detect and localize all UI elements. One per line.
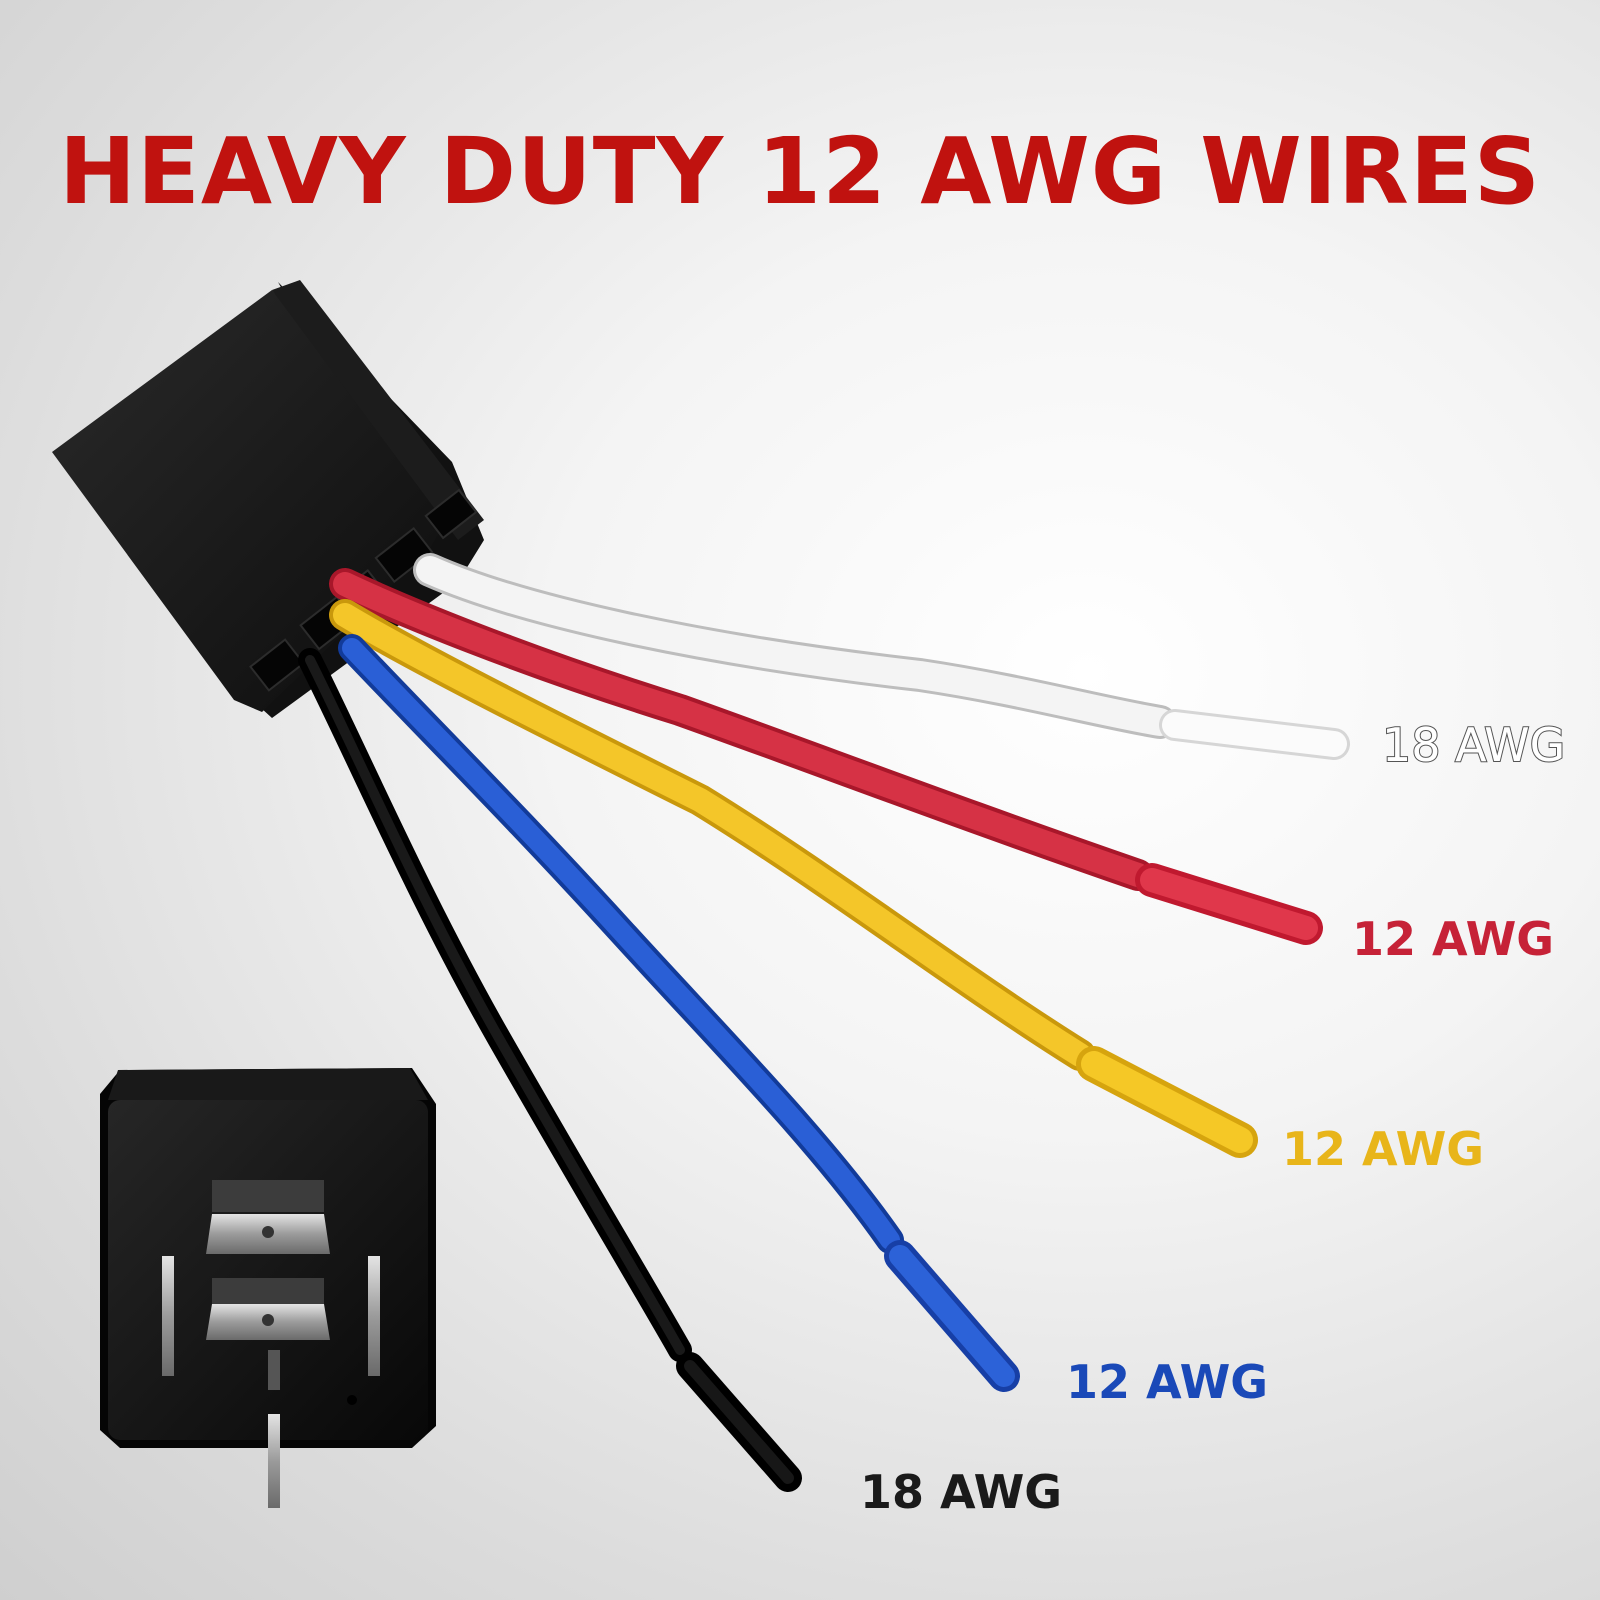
wire-red [329,568,1323,945]
wire-label-yellow: 12 AWG [1282,1122,1485,1176]
wire-label-red: 12 AWG [1352,912,1555,966]
relay-module [100,1068,436,1508]
wire-label-blue: 12 AWG [1066,1355,1269,1409]
wire-blue [338,634,1020,1392]
wire-label-white: 18 AWG [1381,717,1566,773]
wire-black [298,648,802,1492]
wire-yellow [329,599,1258,1158]
headline-title: HEAVY DUTY 12 AWG WIRES [59,118,1541,225]
wire-label-black: 18 AWG [860,1465,1063,1519]
wire-white [413,553,1350,760]
